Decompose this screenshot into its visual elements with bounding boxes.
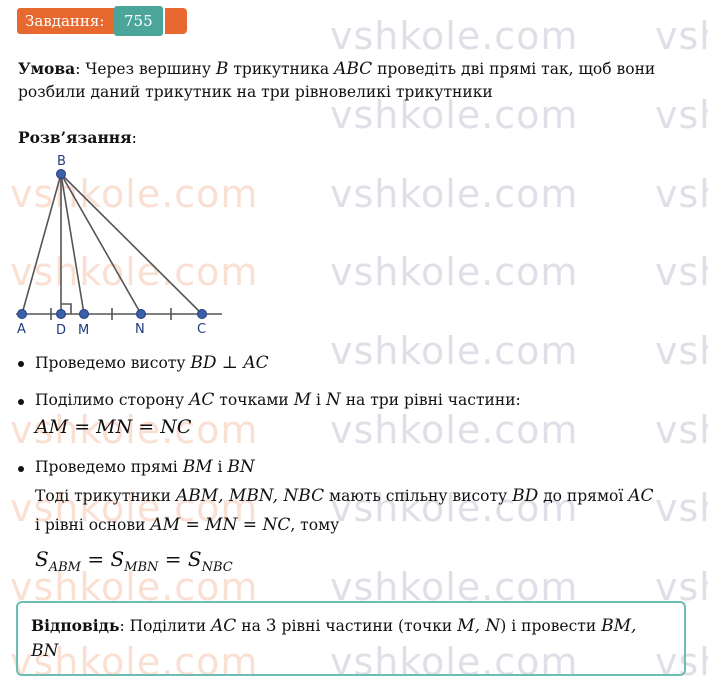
task-label: Завдання: (17, 8, 127, 34)
bullet (18, 361, 24, 367)
step-text: точками (214, 391, 294, 409)
solution-heading: Розв’язання: (18, 126, 137, 150)
math-M: M (293, 390, 312, 410)
answer-box (16, 601, 686, 676)
math-S: S (35, 547, 49, 571)
answer-line-1: Відповідь: Поділити AC на 3 рівні частин… (31, 614, 636, 638)
step-text: Проведемо прямі (35, 458, 183, 476)
step-1: Проведемо висоту BD ⊥ AC (35, 352, 269, 375)
step-text: мають спільну висоту (324, 487, 513, 505)
right-angle-mark (61, 303, 72, 314)
subscript-MBN: MBN (124, 560, 159, 575)
label-D: D (56, 323, 66, 338)
label-N: N (135, 322, 145, 337)
segment-BM (60, 173, 85, 315)
task-number: 755 (114, 6, 163, 36)
math-S: S (110, 547, 125, 571)
step-text: до прямої (538, 487, 629, 505)
math-M-N: M, N (457, 616, 501, 636)
side-BC (60, 173, 203, 315)
math-equals: = (80, 547, 111, 571)
condition-line-1: Умова: Через вершину B трикутника ABC пр… (18, 57, 655, 81)
math-triangles: ABM, MBN, NBC (175, 486, 325, 506)
label-A: A (17, 322, 26, 337)
math-equal-bases: AM = MN = NC (150, 515, 291, 535)
condition-title: Умова (18, 59, 76, 78)
point-D (56, 309, 66, 319)
label-C: C (197, 322, 206, 337)
math-AC: AC (628, 486, 654, 506)
answer-text: : Поділити (119, 617, 212, 635)
equation-areas: SABM = SMBN = SNBC (35, 546, 233, 581)
math-BM: BM (182, 457, 213, 477)
step-text: Тоді трикутники (35, 487, 176, 505)
math-N: N (325, 390, 341, 410)
subscript-ABM: ABM (48, 560, 81, 575)
step-text: Проведемо висоту (35, 354, 191, 372)
condition-text: : Через вершину (75, 60, 216, 78)
task-badge: Завдання: 755 (17, 6, 187, 36)
math-equals: = (158, 547, 188, 571)
math-AC: AC (189, 390, 215, 410)
math-AC: AC (211, 616, 237, 636)
math-S: S (187, 547, 202, 571)
label-B: B (57, 154, 66, 169)
task-badge-tail (165, 8, 187, 34)
point-B (56, 169, 66, 179)
point-N (136, 309, 146, 319)
side-BA (21, 173, 62, 315)
step-text: Поділимо сторону (35, 391, 190, 409)
label-M: M (78, 323, 89, 338)
step-3-line-2: Тоді трикутники ABM, MBN, NBC мають спіл… (35, 485, 654, 508)
step-2: Поділимо сторону AC точками M і N на три… (35, 389, 521, 412)
solution-title: Розв’язання (18, 128, 132, 147)
point-C (197, 309, 207, 319)
step-text: і рівні основи (35, 516, 151, 534)
answer-title: Відповідь (31, 616, 120, 635)
math-BD-perp-AC: BD ⊥ AC (190, 353, 269, 373)
subscript-NBC: NBC (201, 560, 233, 575)
bullet (18, 399, 24, 405)
step-text: і (311, 391, 326, 409)
point-A (17, 309, 27, 319)
solution-colon: : (131, 129, 137, 147)
triangle-figure: B A D M N C (16, 154, 222, 338)
bullet (18, 466, 24, 472)
condition-line-2: розбили даний трикутник на три рівновели… (18, 83, 493, 101)
answer-text: ) і провести (500, 617, 602, 635)
step-text: і (212, 458, 228, 476)
segment-BN (60, 173, 142, 315)
answer-line-2: BN (31, 641, 59, 661)
math-BM: BM, (601, 616, 637, 636)
step-3: Проведемо прямі BM і BN (35, 456, 255, 479)
math-3: 3 (265, 616, 277, 636)
math-BN: BN (227, 457, 255, 477)
equation-AM-MN-NC: AM = MN = NC (35, 416, 192, 438)
math-B: B (215, 59, 229, 79)
step-text: , тому (290, 516, 340, 534)
math-ABC: ABC (334, 59, 373, 79)
condition-text: проведіть дві прямі так, щоб вони (372, 60, 656, 78)
math-BD: BD (512, 486, 539, 506)
point-M (79, 309, 89, 319)
condition-text: трикутника (228, 60, 335, 78)
answer-text: на (236, 617, 266, 635)
step-text: на три рівні частини: (340, 391, 521, 409)
step-3-line-3: і рівні основи AM = MN = NC, тому (35, 514, 339, 537)
answer-text: рівні частини (точки (276, 617, 458, 635)
